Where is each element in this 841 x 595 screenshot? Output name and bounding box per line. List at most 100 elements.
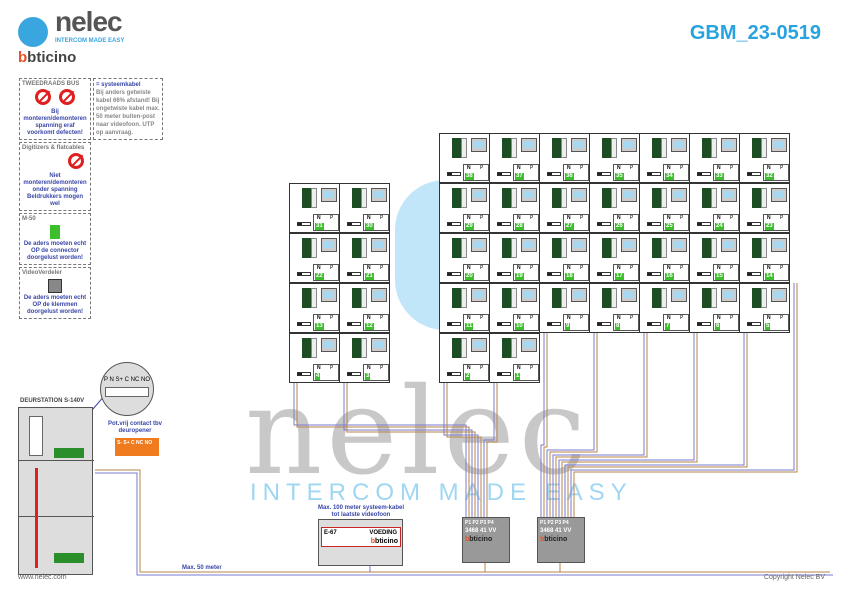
system-cable [567, 283, 748, 520]
termination-switch[interactable] [297, 222, 311, 226]
termination-switch[interactable] [697, 272, 711, 276]
termination-switch[interactable] [497, 272, 511, 276]
termination-switch[interactable] [747, 172, 761, 176]
legend-digitizers: Digitizers & flatcables Niet monteren/de… [19, 142, 91, 211]
terminal-block-icon [652, 238, 661, 258]
termination-switch[interactable] [547, 272, 561, 276]
terminal-zoom: P N S+ C NC NO [100, 362, 154, 416]
termination-switch[interactable] [647, 272, 661, 276]
termination-switch[interactable] [647, 322, 661, 326]
termination-switch[interactable] [547, 322, 561, 326]
monitor-screen-icon [771, 138, 787, 152]
termination-switch[interactable] [747, 272, 761, 276]
legend-title: VideoVerdeler [22, 270, 62, 276]
system-cable [546, 283, 595, 520]
n-label: N [517, 365, 521, 371]
termination-switch[interactable] [497, 222, 511, 226]
monitor-screen-icon [521, 138, 537, 152]
terminal-block-icon [502, 338, 511, 358]
monitor-screen-icon [571, 288, 587, 302]
termination-switch[interactable] [547, 222, 561, 226]
termination-switch[interactable] [597, 272, 611, 276]
n-label: N [317, 265, 321, 271]
termination-switch[interactable] [597, 322, 611, 326]
monitor-address: 25 [665, 223, 674, 230]
termination-switch[interactable] [697, 222, 711, 226]
termination-switch[interactable] [297, 272, 311, 276]
termination-switch[interactable] [497, 172, 511, 176]
monitor-address: 32 [765, 173, 774, 180]
terminal-block-icon [452, 288, 461, 308]
p-label: P [530, 265, 534, 271]
terminal-block-icon [302, 188, 311, 208]
terminal-block-icon [702, 288, 711, 308]
terminal-block-icon [552, 238, 561, 258]
monitor-address: 27 [565, 223, 574, 230]
termination-switch[interactable] [497, 322, 511, 326]
legend-warning: De aders moeten echt OP de connector doo… [23, 241, 87, 261]
termination-switch[interactable] [597, 172, 611, 176]
p-label: P [330, 265, 334, 271]
system-cable [564, 283, 745, 520]
p-label: P [330, 315, 334, 321]
monitor-address: 1 [515, 373, 521, 380]
termination-switch[interactable] [347, 222, 361, 226]
p-label: P [330, 365, 334, 371]
monitor-screen-icon [571, 238, 587, 252]
monitor-address: 2 [465, 373, 471, 380]
n-label: N [617, 165, 621, 171]
monitor-screen-icon [521, 238, 537, 252]
relay-terminal-labels: S- S+ C NC NO [117, 440, 153, 446]
no-power-icon [68, 153, 84, 169]
n-label: N [567, 315, 571, 321]
termination-switch[interactable] [447, 322, 461, 326]
terminal-block-icon [752, 238, 761, 258]
p-label: P [730, 315, 734, 321]
brand-logo: nelec [55, 6, 123, 37]
termination-switch[interactable] [347, 322, 361, 326]
monitor-screen-icon [721, 138, 737, 152]
termination-switch[interactable] [447, 172, 461, 176]
termination-switch[interactable] [697, 322, 711, 326]
termination-switch[interactable] [747, 222, 761, 226]
termination-switch[interactable] [347, 272, 361, 276]
n-label: N [617, 215, 621, 221]
termination-switch[interactable] [297, 372, 311, 376]
p-label: P [480, 265, 484, 271]
legend-bus: TWEEDRAADS BUS Bij monteren/demonteren s… [19, 78, 91, 140]
system-cable [540, 283, 545, 520]
n-label: N [717, 315, 721, 321]
termination-switch[interactable] [447, 372, 461, 376]
termination-switch[interactable] [647, 222, 661, 226]
termination-switch[interactable] [447, 222, 461, 226]
p-label: P [630, 165, 634, 171]
termination-switch[interactable] [447, 272, 461, 276]
monitor-address: 6 [715, 323, 721, 330]
website: www.nelec.com [18, 574, 67, 581]
p-label: P [580, 265, 584, 271]
termination-switch[interactable] [747, 322, 761, 326]
termination-switch[interactable] [347, 372, 361, 376]
terminal-block-icon [552, 288, 561, 308]
n-label: N [767, 215, 771, 221]
monitor-screen-icon [471, 188, 487, 202]
terminal-block-icon [352, 188, 361, 208]
n-label: N [517, 265, 521, 271]
termination-switch[interactable] [697, 172, 711, 176]
termination-switch[interactable] [647, 172, 661, 176]
monitor-address: 14 [765, 273, 774, 280]
system-cable [549, 283, 598, 520]
termination-switch[interactable] [297, 322, 311, 326]
p-label: P [680, 165, 684, 171]
n-label: N [667, 165, 671, 171]
termination-switch[interactable] [547, 172, 561, 176]
n-label: N [717, 215, 721, 221]
termination-switch[interactable] [497, 372, 511, 376]
termination-switch[interactable] [597, 222, 611, 226]
